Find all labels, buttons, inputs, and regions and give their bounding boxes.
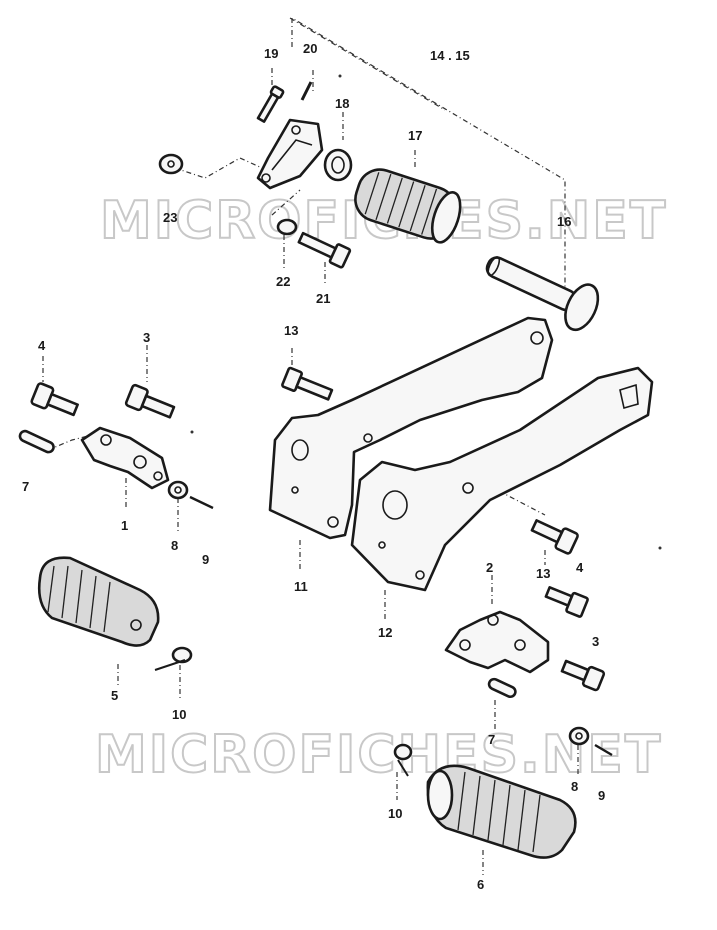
label-18: 18 — [335, 96, 349, 111]
label-7-left: 7 — [22, 479, 29, 494]
label-9-left: 9 — [202, 552, 209, 567]
clip-22 — [276, 218, 298, 236]
bolt-4-left — [30, 382, 79, 417]
label-1: 1 — [121, 518, 128, 533]
label-5: 5 — [111, 688, 118, 703]
bolt-19 — [256, 85, 285, 123]
cotter-9-left — [189, 495, 214, 510]
label-22: 22 — [276, 274, 290, 289]
holder-1 — [80, 426, 170, 490]
label-9-right: 9 — [598, 788, 605, 803]
bolt-13-upper — [281, 366, 334, 401]
leader-lines — [42, 16, 579, 875]
bolt-4-right — [530, 519, 579, 555]
label-21: 21 — [316, 291, 330, 306]
bolt-3-right — [560, 659, 606, 692]
pin-20 — [300, 81, 313, 101]
label-13-upper: 13 — [284, 323, 298, 338]
clip-10-right — [393, 743, 413, 777]
footpeg-5 — [37, 556, 160, 647]
label-8-right: 8 — [571, 779, 578, 794]
label-4-right: 4 — [576, 560, 584, 575]
nut-23 — [158, 153, 184, 175]
clip-10-left — [154, 646, 193, 671]
dot-mark — [338, 74, 342, 78]
label-16: 16 — [557, 214, 571, 229]
bolt-13-right — [544, 586, 589, 618]
watermark-bottom: MICROFICHES.NET — [95, 725, 662, 785]
label-17: 17 — [408, 128, 422, 143]
bracket-12 — [350, 366, 654, 592]
bracket-upper — [256, 118, 324, 190]
label-20: 20 — [303, 41, 317, 56]
holder-2 — [444, 610, 550, 674]
label-6: 6 — [477, 877, 484, 892]
bolt-21 — [297, 231, 352, 269]
label-3-left: 3 — [143, 330, 150, 345]
shaft-16 — [485, 256, 600, 332]
label-13-right: 13 — [536, 566, 550, 581]
pin-7-right — [487, 677, 517, 699]
label-12: 12 — [378, 625, 392, 640]
label-3-right: 3 — [592, 634, 599, 649]
label-10-left: 10 — [172, 707, 186, 722]
label-11: 11 — [294, 579, 308, 594]
label-7-right: 7 — [488, 732, 495, 747]
dot-mark — [190, 430, 194, 434]
washer-8-right — [568, 726, 590, 746]
rubber-17 — [354, 168, 462, 244]
part-labels: 19 20 14 . 15 18 17 23 16 22 21 13 4 3 7… — [22, 41, 605, 892]
label-14-15: 14 . 15 — [430, 48, 470, 63]
washer-18 — [323, 148, 353, 182]
label-4-left: 4 — [38, 338, 46, 353]
label-2: 2 — [486, 560, 493, 575]
washer-8-left — [167, 480, 189, 500]
bolt-3-left — [124, 383, 176, 419]
label-10-right: 10 — [388, 806, 402, 821]
dot-mark — [658, 546, 662, 550]
bracket-11 — [268, 316, 554, 540]
label-8-left: 8 — [171, 538, 178, 553]
label-23: 23 — [163, 210, 177, 225]
footpeg-6 — [426, 764, 577, 859]
pin-7-left — [18, 429, 55, 454]
label-19: 19 — [264, 46, 278, 61]
cotter-9-right — [594, 743, 613, 757]
